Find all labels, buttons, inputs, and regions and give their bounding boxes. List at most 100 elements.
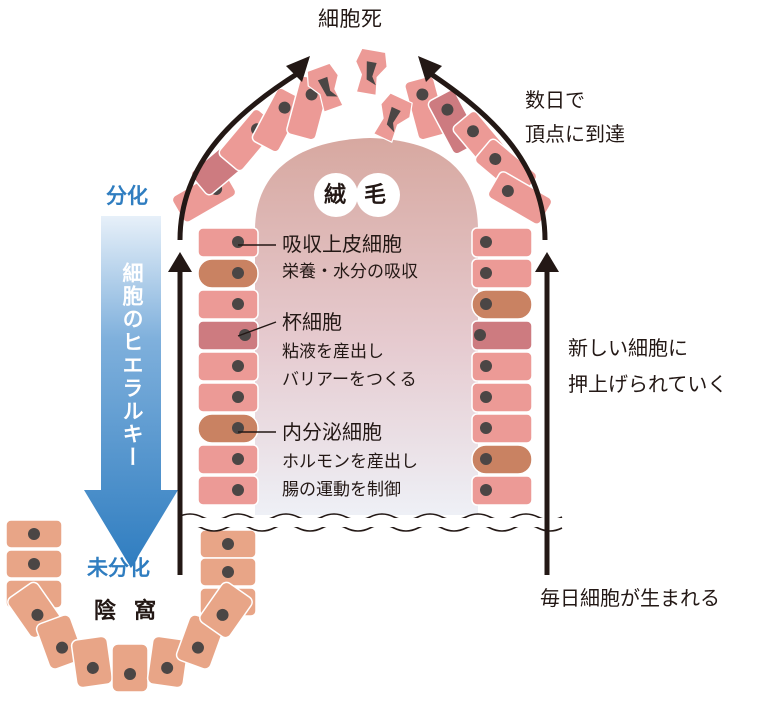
hierarchy-bottom-label: 未分化 [87,556,150,580]
crypt-bottom-cell [199,581,253,639]
crypt-cell [199,529,257,559]
dying-cell-fragment [317,76,338,97]
villus-label-circle-2 [356,173,400,217]
crypt-bottom-cell [111,643,149,693]
villus-right-cell-body [471,475,533,506]
note-mid-line-1: 新しい細胞に [568,336,688,360]
villus-left-cell [197,382,259,413]
right-straight-arrowhead [535,252,559,272]
dying-tip-cells [306,47,413,143]
crypt-bottom-cell-nucleus [31,608,44,621]
villus-right-cell [471,258,533,289]
absorptive-cell-desc: 栄養・水分の吸収 [282,262,418,282]
villus-right-cell-nucleus [474,329,486,341]
note-top-line-1: 数日で [525,88,585,112]
arrow-heads [168,56,559,272]
villus-label-circle-1 [314,173,358,217]
villus-left-cell [197,258,259,289]
dying-cell [372,92,413,143]
crypt-label-circle-2 [126,589,170,633]
villus-right-cell [471,227,533,258]
villus-left-cell [197,289,259,320]
villus-arch-cell-nucleus [441,103,454,116]
crypt-cells [5,519,257,693]
villus-right-cell-nucleus [480,267,492,279]
villus-right-cell-nucleus [480,236,492,248]
crypt-bottom-cell-nucleus [124,668,136,680]
villus-right-cell-body [471,258,533,289]
villus-core [255,138,478,515]
crypt-bottom-cell-body [199,581,253,639]
villus-left-cell-body [197,227,259,258]
crypt-label-circle-1 [84,589,128,633]
crypt-cell-nucleus [222,566,234,578]
villus-left-cell-nucleus [232,267,244,279]
villus-right-cell-nucleus [480,298,492,310]
villus-left-cell-nucleus [232,484,244,496]
villus-left-cell [197,351,259,382]
villus-left-cell [197,320,259,351]
hierarchy-top-label: 分化 [106,184,148,208]
crypt-bottom-cell-nucleus [216,608,229,621]
break-gap [174,518,564,527]
villus-right-cell-body [471,413,533,444]
villus-right-cell-nucleus [480,360,492,372]
crypt-bottom-cell-body [70,635,114,689]
villus-right-cell [471,444,533,475]
villus-left-cell-body [197,320,259,351]
goblet-cell-desc-2: バリアーをつくる [282,370,417,390]
villus-arch-cell-nucleus [489,153,502,166]
endocrine-cell-desc-2: 腸の運動を制御 [282,480,401,500]
villus-left-cell-body [197,258,259,289]
dying-cell-fragment [366,61,377,86]
note-mid-line-2: 押上げられていく [568,372,728,396]
crypt-cell-nucleus [222,538,234,550]
leader-goblet [237,321,277,337]
migration-arrows [177,69,550,575]
crypt-bottom-cell-nucleus [161,661,174,674]
villus-right-cell-nucleus [480,391,492,403]
villus-arch-cell-nucleus [416,88,429,101]
villus-right-cell-body [471,351,533,382]
left-straight-arrowhead [168,252,192,272]
villus-right-cell-body [471,289,533,320]
villus-right-cell [471,289,533,320]
villus-left-cell-nucleus [232,391,244,403]
villus-left-cell-body [197,382,259,413]
villus-left-cell [197,475,259,506]
villus-arch-cell-body [487,171,553,225]
villus-right-cell-body [471,444,533,475]
cell-death-title: 細胞死 [318,7,383,31]
villus-right-cell-body [471,382,533,413]
dying-cell-fragment [386,106,401,133]
absorptive-cell-name: 吸収上皮細胞 [282,232,402,256]
crypt-bottom-cell-nucleus [86,661,99,674]
goblet-cell-desc-1: 粘液を産出し [282,342,384,362]
villus-left-cell-body [197,413,259,444]
dying-cell [354,47,388,97]
villus-arch-cell-nucleus [305,88,318,101]
villus-arch-cell-nucleus [278,101,291,114]
crypt-bottom-cell-nucleus [191,641,204,654]
crypt-cell [5,519,63,549]
villus-left-cell-nucleus [232,298,244,310]
dying-cell [306,62,344,113]
villus-left-cell-nucleus [232,422,244,434]
villus-left-cell-body [197,444,259,475]
villus-left-cell [197,413,259,444]
villus-left-cell-nucleus [232,236,244,248]
villus-right-cell-body [471,227,533,258]
left-curved-arrowhead [286,56,310,82]
villus-arch-cell [251,87,305,153]
villus-left-cell-nucleus [232,360,244,372]
goblet-cell-name: 杯細胞 [282,310,342,334]
villus-left-cell [197,227,259,258]
hierarchy-arrow [84,216,178,568]
villus-arch-cell-nucleus [501,185,514,197]
villus-right-cell-body [471,320,533,351]
villus-right-cell [471,382,533,413]
villus-right-cell [471,475,533,506]
right-curved-arrow [426,69,548,241]
crypt-bottom-cell-nucleus [56,641,69,654]
